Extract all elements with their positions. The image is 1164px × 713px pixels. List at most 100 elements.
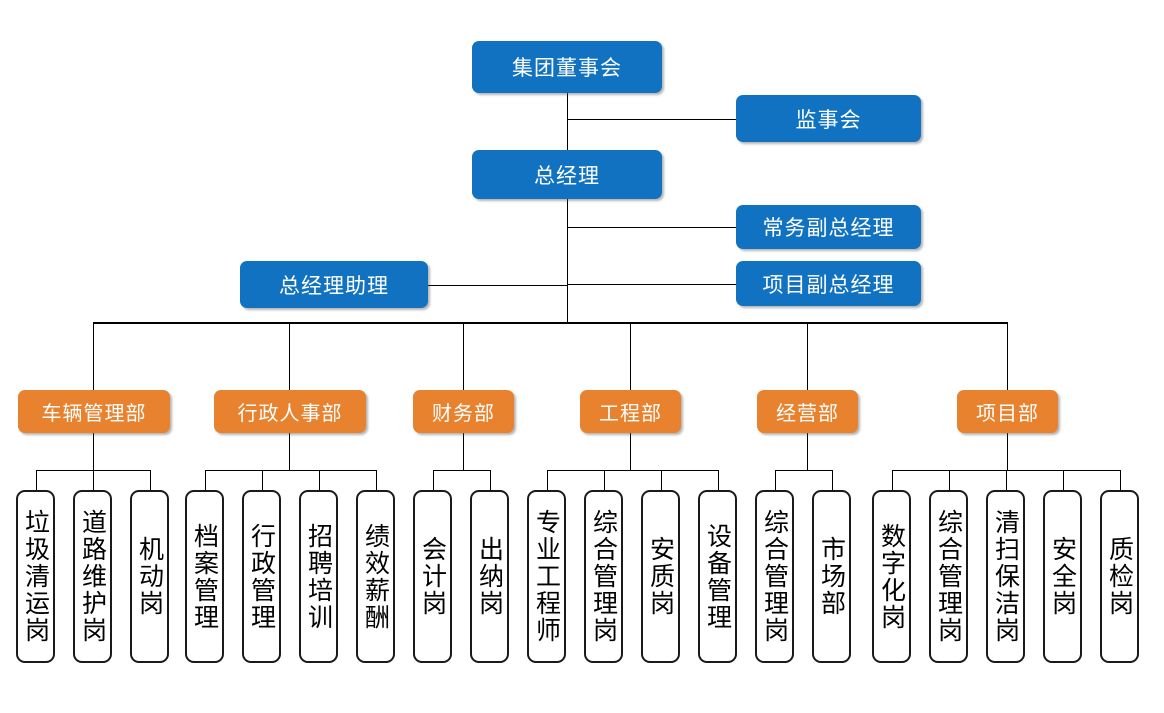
exec-node-label: 监事会 xyxy=(795,107,862,132)
position-node-label: 安质岗 xyxy=(646,536,676,617)
connector-bus-to-vehicle xyxy=(93,322,94,390)
position-node-label: 垃圾清运岗 xyxy=(21,509,51,644)
exec-node-label: 常务副总经理 xyxy=(762,216,895,240)
position-node[interactable]: 综合管理岗 xyxy=(755,490,794,663)
connector-finance-to-child-1 xyxy=(489,470,491,490)
department-node-label: 行政人事部 xyxy=(237,401,343,425)
connector-engineering-child-bus xyxy=(546,470,718,471)
position-node-label: 出纳岗 xyxy=(475,536,505,617)
connector-to-project-deputy-gm xyxy=(567,283,736,285)
position-node-label: 行政管理 xyxy=(247,522,277,631)
connector-project-to-child-3 xyxy=(1062,470,1064,490)
position-node-label: 综合管理岗 xyxy=(589,509,619,644)
position-node[interactable]: 安质岗 xyxy=(641,490,680,663)
connector-engineering-to-child-0 xyxy=(546,470,548,490)
department-node-label: 财务部 xyxy=(432,401,495,425)
department-node-engineering[interactable]: 工程部 xyxy=(580,390,681,433)
connector-project-stem xyxy=(1007,433,1008,470)
position-node[interactable]: 道路维护岗 xyxy=(73,490,112,663)
position-node[interactable]: 档案管理 xyxy=(185,490,224,663)
position-node[interactable]: 综合管理岗 xyxy=(929,490,968,663)
connector-project-to-child-0 xyxy=(891,470,893,490)
position-node[interactable]: 专业工程师 xyxy=(527,490,566,663)
exec-node-label: 项目副总经理 xyxy=(762,272,895,297)
connector-project-to-child-1 xyxy=(948,470,950,490)
connector-to-supervisory xyxy=(567,118,736,120)
department-bus xyxy=(93,322,1007,324)
connector-operations-stem xyxy=(807,433,808,470)
connector-engineering-to-child-1 xyxy=(603,470,605,490)
connector-operations-child-bus xyxy=(774,470,832,471)
position-node[interactable]: 市场部 xyxy=(812,490,851,663)
position-node[interactable]: 质检岗 xyxy=(1100,490,1139,663)
connector-engineering-to-child-3 xyxy=(717,470,719,490)
position-node[interactable]: 清扫保洁岗 xyxy=(986,490,1025,663)
connector-vehicle-to-child-2 xyxy=(149,470,151,490)
position-node[interactable]: 会计岗 xyxy=(413,490,452,663)
department-node-finance[interactable]: 财务部 xyxy=(413,390,514,433)
position-node-label: 招聘培训 xyxy=(304,522,334,631)
connector-project-to-child-2 xyxy=(1005,470,1007,490)
position-node-label: 绩效薪酬 xyxy=(361,522,391,631)
connector-engineering-stem xyxy=(630,433,631,470)
connector-operations-to-child-0 xyxy=(774,470,776,490)
connector-admin-hr-to-child-2 xyxy=(318,470,320,490)
position-node-label: 档案管理 xyxy=(190,522,220,631)
connector-bus-to-engineering xyxy=(630,322,631,390)
position-node[interactable]: 绩效薪酬 xyxy=(356,490,395,663)
exec-node-board[interactable]: 集团董事会 xyxy=(472,41,662,93)
position-node[interactable]: 安全岗 xyxy=(1043,490,1082,663)
position-node-label: 道路维护岗 xyxy=(78,509,108,644)
connector-engineering-to-child-2 xyxy=(660,470,662,490)
connector-admin-hr-stem xyxy=(289,433,290,470)
position-node-label: 安全岗 xyxy=(1048,536,1078,617)
department-node-label: 车辆管理部 xyxy=(41,401,147,425)
connector-admin-hr-to-child-0 xyxy=(204,470,206,490)
position-node[interactable]: 数字化岗 xyxy=(872,490,911,663)
exec-node-gm-assistant[interactable]: 总经理助理 xyxy=(240,261,428,308)
position-node-label: 清扫保洁岗 xyxy=(991,509,1021,644)
position-node-label: 质检岗 xyxy=(1105,536,1135,617)
connector-project-to-child-4 xyxy=(1119,470,1121,490)
position-node[interactable]: 机动岗 xyxy=(130,490,169,663)
exec-node-exec-deputy-gm[interactable]: 常务副总经理 xyxy=(736,205,921,249)
position-node-label: 综合管理岗 xyxy=(934,509,964,644)
connector-vehicle-to-child-0 xyxy=(35,470,37,490)
connector-finance-child-bus xyxy=(432,470,490,471)
department-node-project[interactable]: 项目部 xyxy=(957,390,1058,433)
position-node-label: 机动岗 xyxy=(135,536,165,617)
position-node-label: 数字化岗 xyxy=(877,522,907,631)
position-node[interactable]: 垃圾清运岗 xyxy=(16,490,55,663)
position-node[interactable]: 出纳岗 xyxy=(470,490,509,663)
connector-board-to-gm xyxy=(567,93,568,150)
position-node[interactable]: 行政管理 xyxy=(242,490,281,663)
position-node[interactable]: 设备管理 xyxy=(698,490,737,663)
department-node-label: 经营部 xyxy=(776,401,839,425)
position-node-label: 会计岗 xyxy=(418,536,448,617)
connector-bus-to-admin-hr xyxy=(289,322,290,390)
connector-gm-to-bus xyxy=(567,199,568,322)
position-node[interactable]: 综合管理岗 xyxy=(584,490,623,663)
connector-admin-hr-to-child-1 xyxy=(261,470,263,490)
position-node-label: 综合管理岗 xyxy=(760,509,790,644)
department-node-label: 项目部 xyxy=(976,401,1039,425)
position-node[interactable]: 招聘培训 xyxy=(299,490,338,663)
connector-to-gm-assistant xyxy=(428,284,567,286)
position-node-label: 市场部 xyxy=(817,536,847,617)
exec-node-label: 集团董事会 xyxy=(512,56,622,80)
department-node-vehicle[interactable]: 车辆管理部 xyxy=(18,390,170,433)
department-node-admin-hr[interactable]: 行政人事部 xyxy=(214,390,366,433)
connector-bus-to-finance xyxy=(463,322,464,390)
connector-vehicle-stem xyxy=(93,433,94,470)
exec-node-project-deputy-gm[interactable]: 项目副总经理 xyxy=(736,261,921,306)
connector-admin-hr-child-bus xyxy=(204,470,376,471)
connector-bus-to-project xyxy=(1007,322,1008,390)
connector-finance-to-child-0 xyxy=(432,470,434,490)
exec-node-supervisory[interactable]: 监事会 xyxy=(736,95,921,142)
exec-node-gm[interactable]: 总经理 xyxy=(472,150,662,199)
connector-vehicle-to-child-1 xyxy=(92,470,94,490)
department-node-operations[interactable]: 经营部 xyxy=(757,390,858,433)
connector-to-exec-deputy-gm xyxy=(567,227,736,228)
position-node-label: 专业工程师 xyxy=(532,509,562,644)
